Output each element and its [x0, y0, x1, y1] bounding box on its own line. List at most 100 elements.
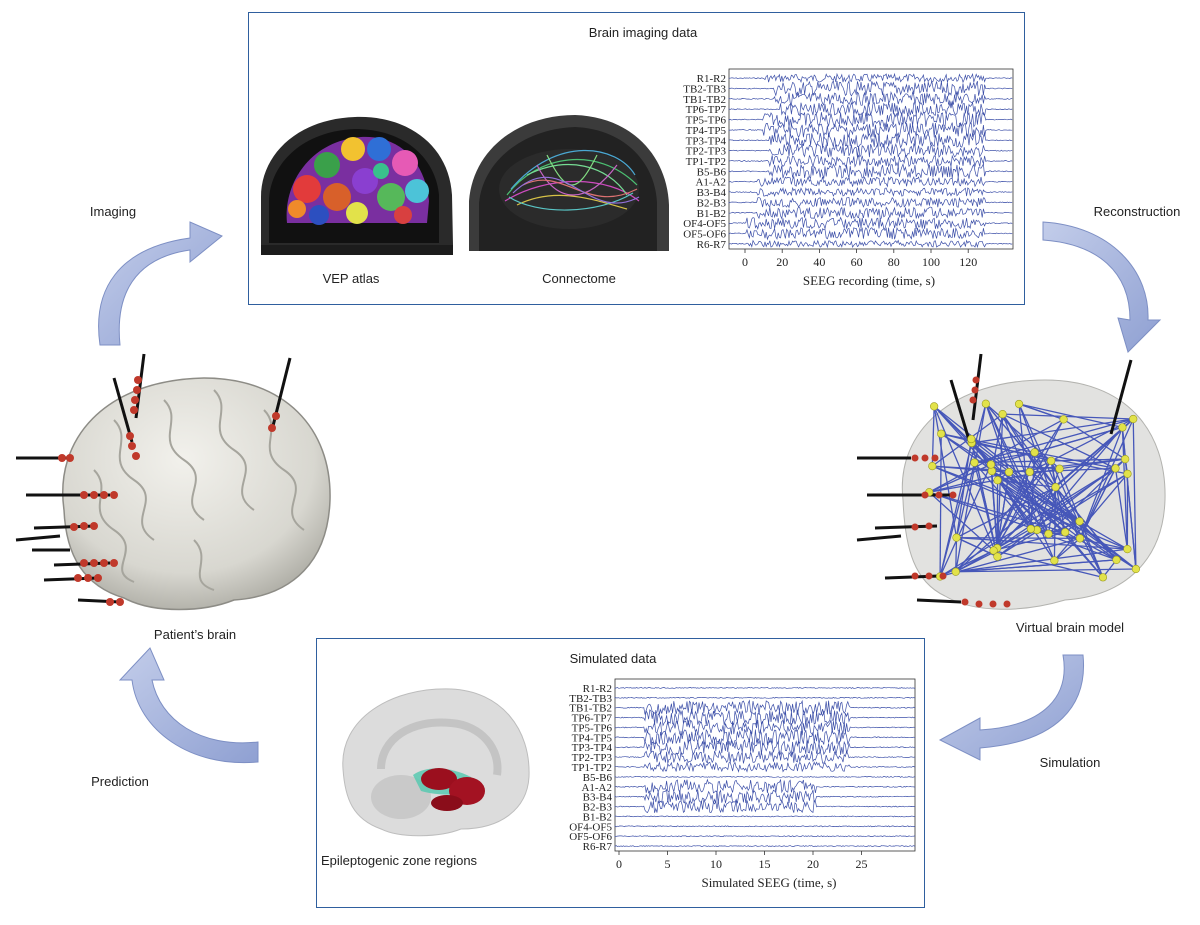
- network-node: [1098, 573, 1108, 582]
- network-edge: [955, 418, 1134, 573]
- network-node: [1129, 414, 1138, 424]
- network-edge: [955, 460, 1052, 573]
- channel-trace: [614, 699, 916, 716]
- channel-label: TP6-TP7: [572, 713, 613, 725]
- channel-trace: [614, 788, 916, 804]
- network-edge: [993, 531, 1066, 552]
- network-edge: [955, 438, 972, 538]
- channel-trace: [728, 121, 1013, 139]
- channel-trace: [614, 708, 916, 727]
- network-edge: [1051, 458, 1126, 462]
- channel-label: R1-R2: [697, 73, 726, 85]
- channel-trace: [728, 175, 1013, 188]
- channel-trace: [728, 90, 1013, 107]
- vep-atlas-caption: VEP atlas: [322, 271, 380, 286]
- network-edge: [1079, 427, 1124, 539]
- x-tick-label: 60: [851, 255, 863, 269]
- network-node: [1121, 455, 1130, 464]
- network-edge: [941, 433, 1035, 454]
- network-edge: [1132, 418, 1137, 570]
- channel-label: OF5-OF6: [683, 228, 726, 240]
- network-edge: [1079, 418, 1134, 539]
- network-node: [1047, 456, 1056, 465]
- network-node: [1051, 483, 1060, 492]
- channel-label: TP3-TP4: [572, 742, 613, 754]
- network-edge: [955, 568, 1136, 573]
- network-edge: [955, 403, 987, 572]
- channel-label: TP5-TP6: [572, 722, 613, 734]
- channel-trace: [728, 111, 1013, 128]
- channel-trace: [614, 696, 916, 699]
- reconstruction-label: Reconstruction: [1093, 204, 1181, 219]
- network-edge: [993, 549, 1104, 578]
- channel-trace: [728, 101, 1013, 117]
- network-edge: [955, 462, 976, 538]
- network-node: [952, 533, 961, 542]
- network-edge: [985, 403, 1050, 535]
- prediction-arrow: [118, 647, 259, 764]
- network-edge: [955, 548, 1128, 573]
- network-edge: [1121, 427, 1137, 570]
- virtual-brain-image: [856, 353, 1166, 610]
- channel-label: B3-B4: [583, 792, 613, 804]
- network-node: [989, 546, 998, 555]
- x-axis-caption: SEEG recording (time, s): [803, 273, 935, 288]
- channel-trace: [728, 226, 1013, 241]
- network-node: [1014, 399, 1024, 409]
- channel-trace: [728, 186, 1013, 197]
- channel-trace: [614, 687, 916, 689]
- network-edge: [1018, 403, 1064, 421]
- channel-label: A1-A2: [695, 177, 726, 189]
- ez-caption: Epileptogenic zone regions: [320, 853, 478, 868]
- network-node: [1123, 544, 1132, 554]
- network-edge: [933, 405, 1080, 522]
- network-node: [1111, 464, 1120, 473]
- network-edge: [1029, 419, 1065, 473]
- network-node: [928, 462, 937, 471]
- vep-atlas-image: [261, 116, 453, 255]
- network-edge: [1018, 403, 1081, 539]
- network-node: [1112, 555, 1121, 564]
- channel-label: OF5-OF6: [569, 831, 612, 843]
- x-tick-label: 20: [807, 857, 819, 871]
- channel-label: TP6-TP7: [686, 104, 727, 116]
- channel-trace: [728, 154, 1013, 168]
- channel-trace: [614, 845, 916, 848]
- x-tick-label: 15: [759, 857, 771, 871]
- network-node: [1050, 556, 1059, 565]
- network-node: [1123, 469, 1132, 478]
- network-edge: [929, 491, 1038, 531]
- x-tick-label: 5: [665, 857, 671, 871]
- network-edge: [955, 559, 1117, 573]
- network-edge: [971, 418, 1134, 444]
- plot-frame: [728, 68, 1014, 250]
- network-node: [986, 460, 996, 469]
- network-edge: [996, 472, 1010, 549]
- network-node: [993, 552, 1002, 561]
- patient-brain-image: [15, 353, 331, 611]
- channel-trace: [728, 79, 1013, 97]
- network-edge: [1002, 413, 1081, 539]
- channel-label: TP1-TP2: [686, 156, 726, 168]
- network-node: [1075, 534, 1085, 543]
- channel-trace: [728, 72, 1013, 84]
- network-edge: [932, 465, 992, 472]
- network-edge: [1053, 537, 1081, 561]
- network-node: [1004, 468, 1014, 477]
- network-edge: [1029, 418, 1134, 473]
- network-edge: [955, 537, 958, 572]
- x-tick-label: 100: [922, 255, 940, 269]
- network-edge: [970, 438, 999, 557]
- channel-trace: [614, 728, 916, 747]
- network-edge: [956, 537, 998, 558]
- channel-label: R1-R2: [583, 683, 612, 695]
- network-edge: [996, 414, 1004, 557]
- network-node: [981, 399, 990, 408]
- network-edge: [929, 491, 1066, 533]
- network-node: [1030, 448, 1039, 457]
- network-edge: [939, 433, 942, 577]
- epileptogenic-zone-image: [342, 688, 530, 837]
- x-tick-label: 25: [856, 857, 868, 871]
- channel-label: OF4-OF5: [683, 218, 726, 230]
- network-edge: [1114, 468, 1129, 550]
